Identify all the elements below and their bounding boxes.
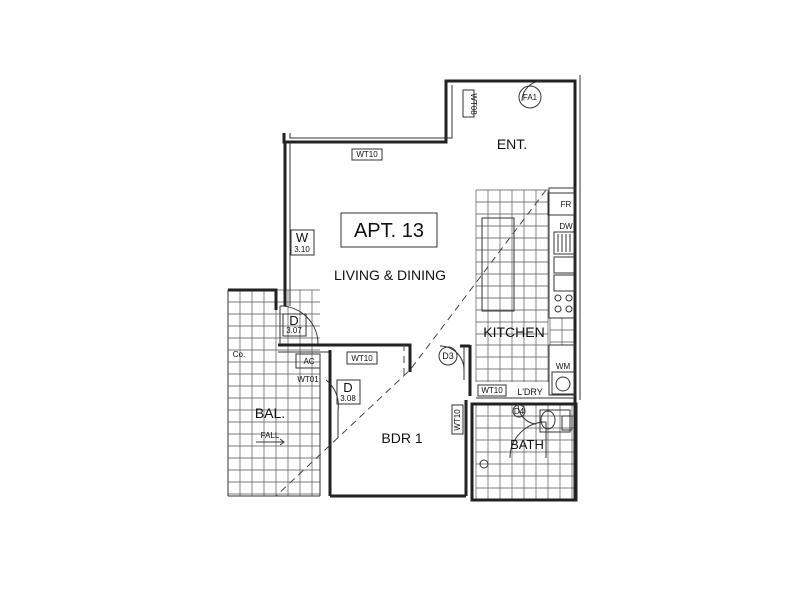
living-door-size: 3.07 — [286, 326, 302, 335]
wall-type-wt10-top: WT10 — [356, 150, 378, 159]
bath-label: BATH — [510, 437, 544, 452]
bedroom-label: BDR 1 — [381, 430, 422, 446]
kitchen-fixtures — [547, 192, 575, 395]
living-dining-label: LIVING & DINING — [334, 267, 446, 283]
apartment-title: APT. 13 — [354, 220, 424, 242]
door-d4-tag: D4 — [514, 407, 525, 416]
window-code: W — [296, 230, 309, 245]
walls — [227, 75, 581, 502]
bedroom-door-code: D — [343, 380, 352, 395]
bedroom-door-size: 3.08 — [340, 394, 356, 403]
bath-fixtures — [479, 409, 573, 469]
balcony-label: BAL. — [255, 405, 285, 421]
living-door-code: D — [289, 313, 298, 328]
fall-label: FALL — [261, 431, 280, 440]
wall-type-wt10-vertical: WT10 — [453, 409, 462, 431]
laundry-label: L'DRY — [517, 387, 543, 397]
ac-label: AC — [303, 357, 314, 366]
wall-type-wt10-bedroom: WT10 — [351, 354, 373, 363]
door-swings — [279, 80, 547, 459]
label-boxes — [282, 85, 542, 435]
door-d3-tag: D3 — [442, 351, 454, 361]
wall-type-wt01: WT01 — [297, 375, 319, 384]
kitchen-label: KITCHEN — [483, 324, 544, 340]
dashed-service-line — [275, 189, 547, 497]
entry-label: ENT. — [497, 136, 527, 152]
fridge-label: FR — [561, 200, 572, 209]
dishwasher-label: DW — [559, 222, 573, 231]
washing-machine-label: WM — [556, 362, 571, 371]
co-label: Co. — [233, 350, 245, 359]
window-size: 3.10 — [294, 245, 310, 254]
wall-type-wt10-bath: WT10 — [481, 386, 503, 395]
wall-type-wt08: WT08 — [469, 93, 478, 115]
fa1-tag: FA1 — [523, 93, 538, 102]
